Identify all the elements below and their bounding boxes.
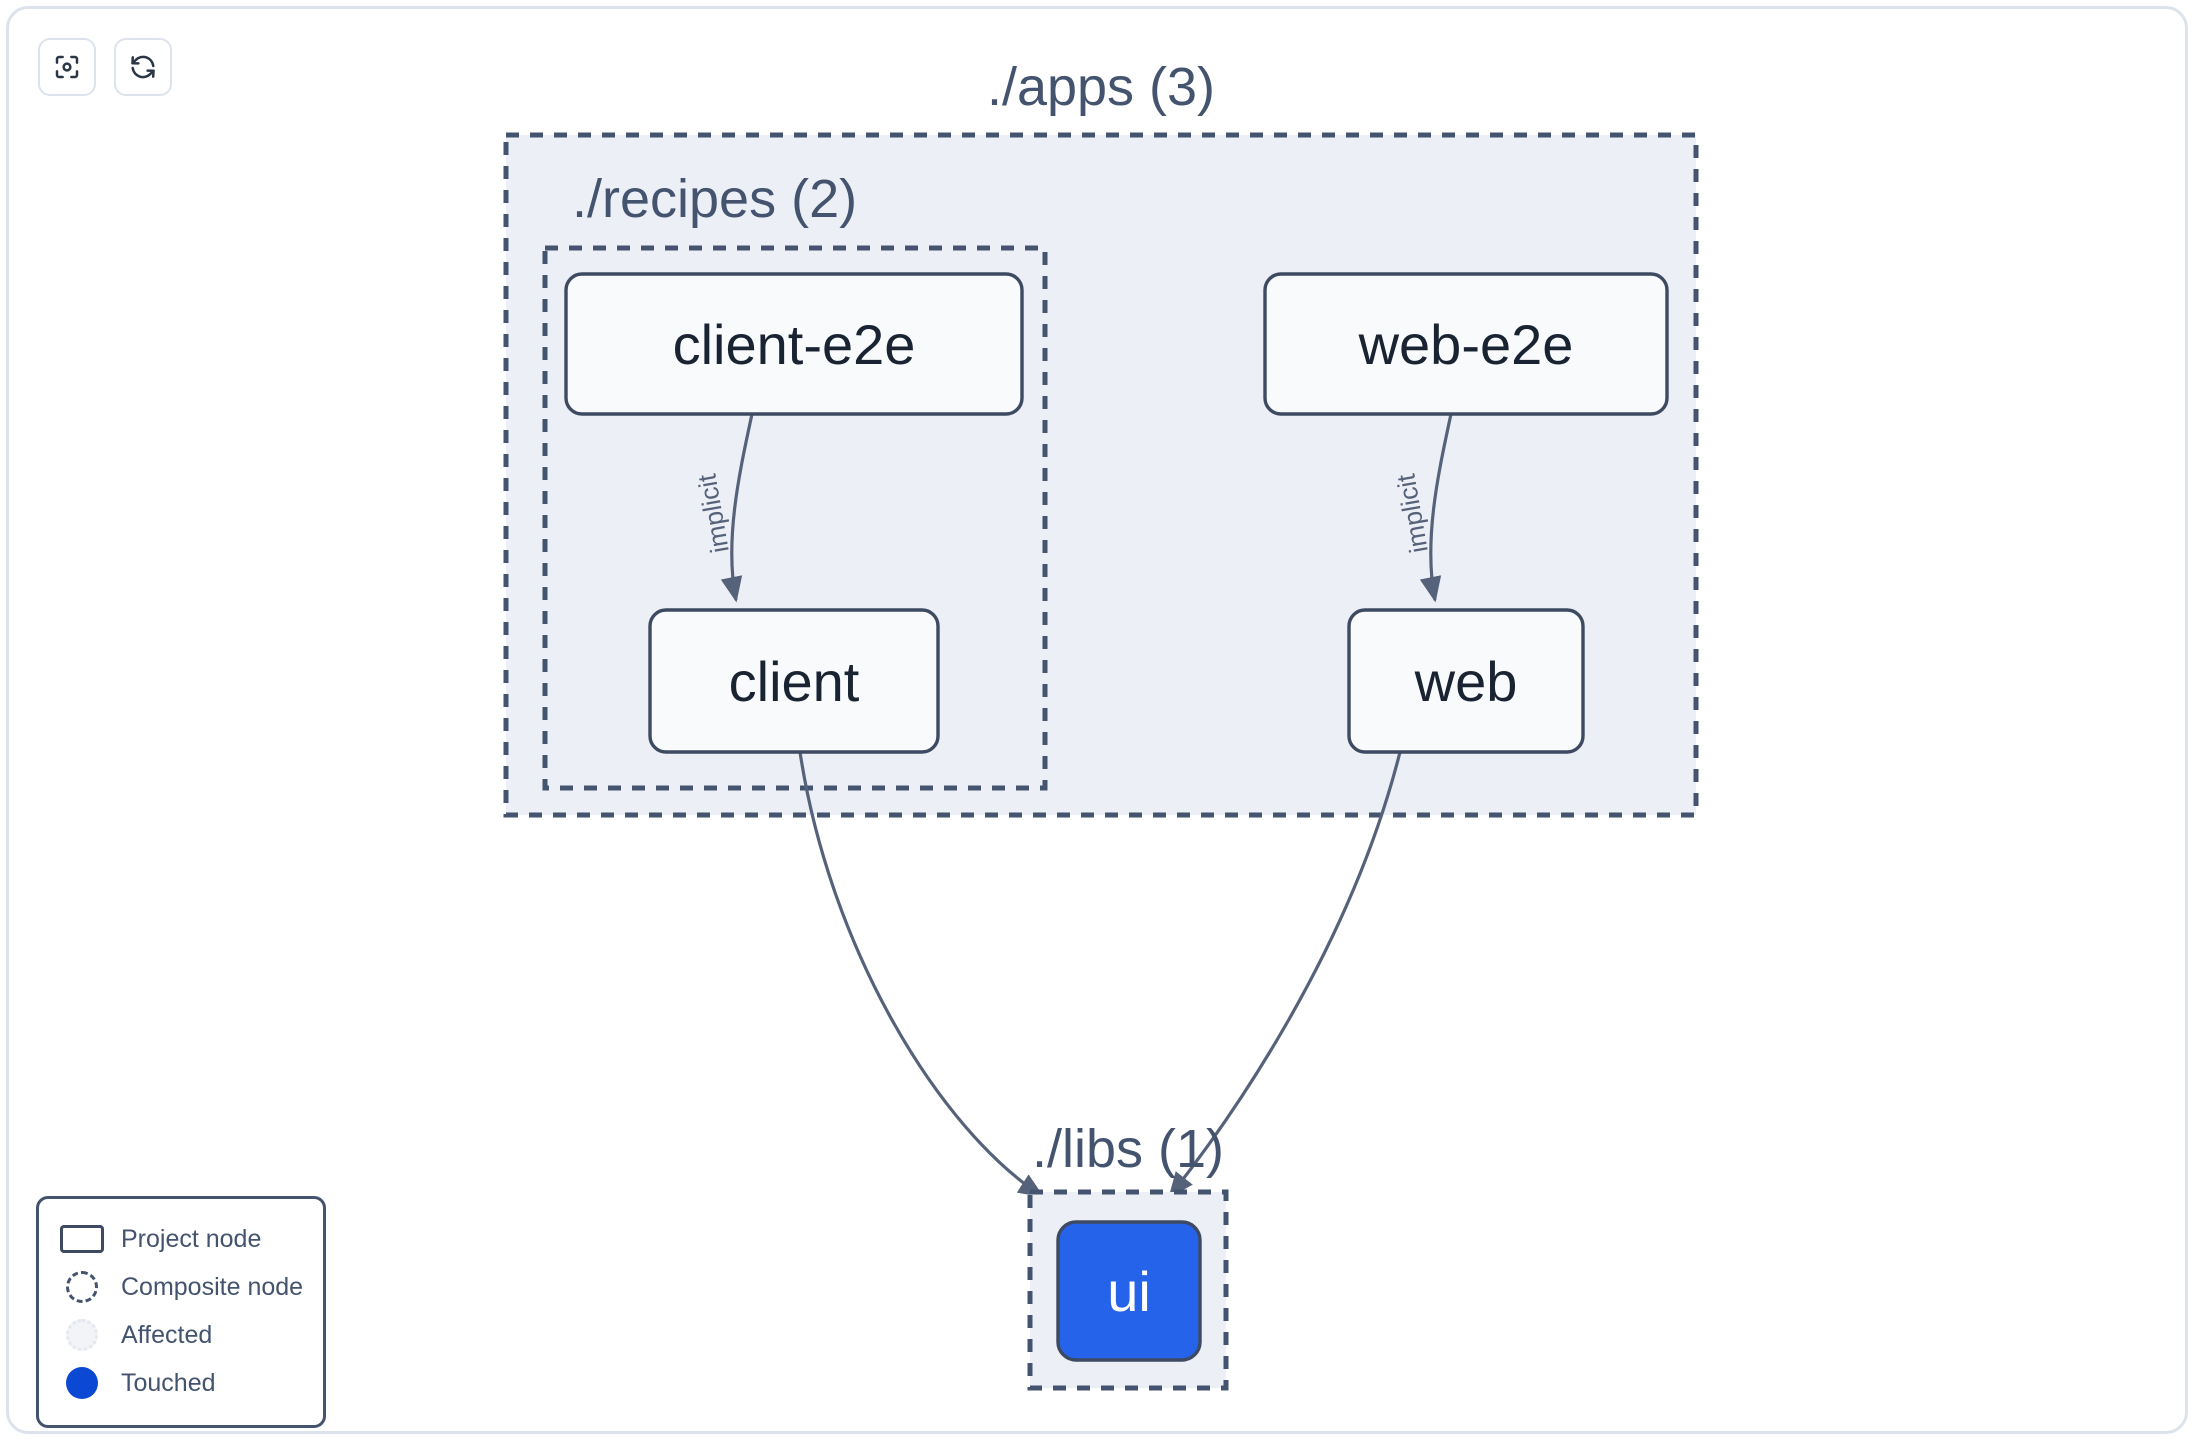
touched-swatch-icon — [59, 1366, 105, 1400]
node-ui-label: ui — [1107, 1260, 1151, 1323]
node-client-e2e-box[interactable] — [564, 272, 1024, 416]
node-client-e2e-label: client-e2e — [673, 313, 916, 376]
node-client-e2e[interactable]: client-e2e — [564, 272, 1024, 416]
group-apps-label: ./apps (3) — [987, 57, 1215, 117]
project-node-swatch-icon — [59, 1222, 105, 1256]
node-client[interactable]: client — [648, 608, 940, 754]
focus-icon — [52, 52, 82, 82]
graph-toolbar — [38, 38, 172, 96]
legend-item-composite-node: Composite node — [59, 1263, 305, 1311]
node-web-label: web — [1414, 650, 1518, 713]
node-web-e2e-box[interactable] — [1263, 272, 1669, 416]
edge-web-to-ui[interactable] — [1168, 751, 1402, 1199]
node-web[interactable]: web — [1347, 608, 1585, 754]
refresh-icon — [128, 52, 158, 82]
node-web-e2e[interactable]: web-e2e — [1263, 272, 1669, 416]
affected-swatch-icon — [59, 1318, 105, 1352]
node-client-label: client — [729, 650, 860, 713]
group-recipes-label: ./recipes (2) — [572, 169, 857, 229]
legend-label-affected: Affected — [121, 1320, 213, 1349]
composite-node-swatch-icon — [59, 1270, 105, 1304]
legend-label-composite-node: Composite node — [121, 1272, 304, 1301]
node-ui-box[interactable] — [1056, 1220, 1202, 1362]
refresh-graph-button[interactable] — [114, 38, 172, 96]
node-client-box[interactable] — [648, 608, 940, 754]
legend-item-project-node: Project node — [59, 1215, 305, 1263]
graph-legend: Project node Composite node Affected Tou… — [36, 1196, 326, 1428]
edge-web-e2e-to-web[interactable] — [1419, 413, 1453, 603]
graph-edges — [720, 413, 1453, 1199]
legend-item-touched: Touched — [59, 1359, 305, 1407]
node-ui[interactable]: ui — [1056, 1220, 1202, 1362]
node-web-e2e-label: web-e2e — [1358, 313, 1574, 376]
group-libs-label: ./libs (1) — [1032, 1119, 1224, 1179]
graph-nodes: client-e2e web-e2e client web ui — [564, 272, 1669, 1362]
focus-graph-button[interactable] — [38, 38, 96, 96]
legend-item-affected: Affected — [59, 1311, 305, 1359]
legend-label-project-node: Project node — [121, 1224, 262, 1253]
edge-client-e2e-to-client[interactable] — [720, 413, 754, 603]
legend-label-touched: Touched — [121, 1368, 216, 1397]
edge-client-to-ui[interactable] — [798, 751, 1045, 1198]
node-web-box[interactable] — [1347, 608, 1585, 754]
